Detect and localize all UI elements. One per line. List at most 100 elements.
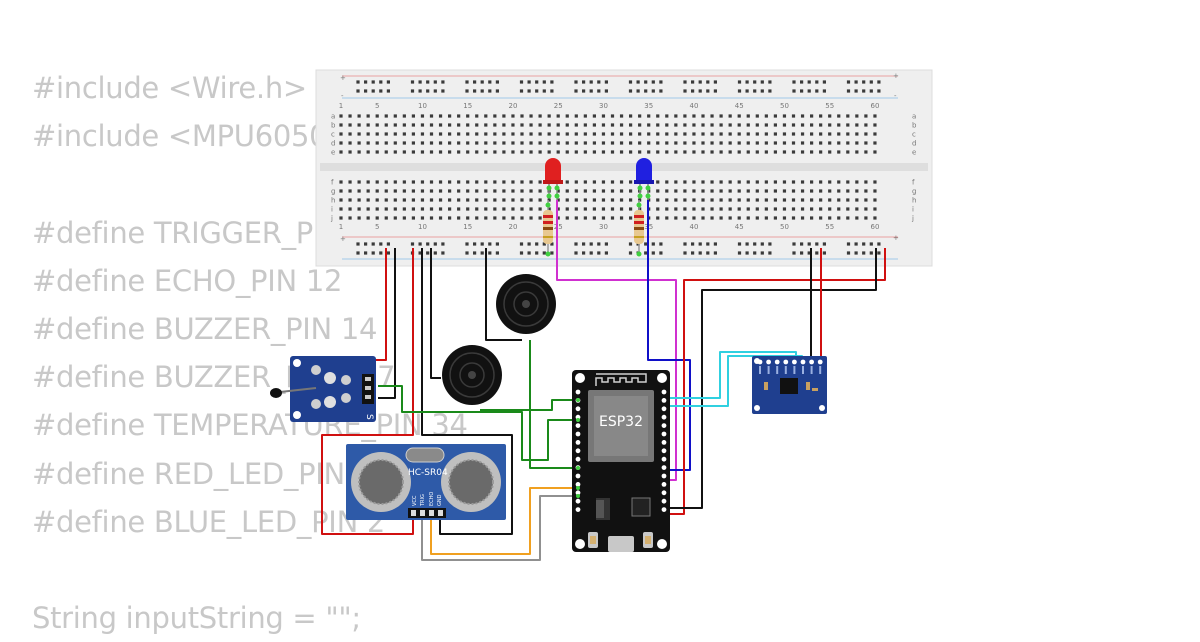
breadboard-hole[interactable] — [737, 216, 741, 220]
breadboard-hole[interactable] — [520, 150, 524, 154]
breadboard-hole[interactable] — [728, 189, 732, 193]
breadboard-hole[interactable] — [502, 216, 506, 220]
breadboard-hole[interactable] — [638, 123, 642, 127]
breadboard-hole[interactable] — [764, 150, 768, 154]
breadboard-hole[interactable] — [610, 216, 615, 220]
breadboard-hole[interactable] — [502, 207, 506, 211]
breadboard-hole[interactable] — [656, 216, 660, 220]
rail-hole[interactable] — [659, 251, 663, 255]
breadboard-hole[interactable] — [683, 141, 687, 145]
breadboard-hole[interactable] — [610, 189, 615, 193]
breadboard-hole[interactable] — [810, 216, 814, 220]
breadboard-hole[interactable] — [511, 216, 515, 220]
breadboard-hole[interactable] — [683, 216, 687, 220]
breadboard-hole[interactable] — [629, 216, 633, 220]
breadboard-hole[interactable] — [755, 123, 759, 127]
breadboard-hole[interactable] — [556, 132, 560, 136]
breadboard-hole[interactable] — [348, 180, 352, 184]
rail-hole[interactable] — [386, 242, 390, 246]
esp32-pin[interactable] — [661, 448, 667, 454]
rail-hole[interactable] — [519, 242, 524, 246]
breadboard-hole[interactable] — [674, 198, 678, 202]
wire-blue[interactable] — [647, 200, 691, 471]
rail-hole[interactable] — [495, 242, 499, 246]
breadboard-hole[interactable] — [782, 198, 787, 202]
breadboard-hole[interactable] — [511, 180, 515, 184]
breadboard-hole[interactable] — [393, 123, 397, 127]
rail-hole[interactable] — [659, 242, 663, 246]
breadboard-hole[interactable] — [402, 216, 406, 220]
rail-hole[interactable] — [356, 80, 360, 84]
rail-hole[interactable] — [574, 251, 578, 255]
breadboard-hole[interactable] — [574, 207, 578, 211]
breadboard-hole[interactable] — [773, 150, 777, 154]
breadboard-hole[interactable] — [846, 132, 850, 136]
breadboard-hole[interactable] — [773, 123, 777, 127]
breadboard-hole[interactable] — [565, 141, 569, 145]
rail-hole[interactable] — [628, 242, 633, 246]
rail-hole[interactable] — [441, 89, 445, 93]
breadboard-hole[interactable] — [466, 150, 470, 154]
breadboard-hole[interactable] — [683, 132, 687, 136]
rail-hole[interactable] — [691, 251, 695, 255]
breadboard-hole[interactable] — [819, 198, 823, 202]
breadboard-hole[interactable] — [565, 123, 569, 127]
breadboard-hole[interactable] — [348, 114, 352, 118]
rail-hole[interactable] — [854, 80, 858, 84]
breadboard-hole[interactable] — [710, 132, 714, 136]
breadboard-hole[interactable] — [719, 141, 723, 145]
rail-hole[interactable] — [869, 80, 873, 84]
breadboard-hole[interactable] — [348, 216, 352, 220]
breadboard-hole[interactable] — [665, 198, 669, 202]
rail-hole[interactable] — [473, 251, 477, 255]
breadboard-hole[interactable] — [565, 114, 569, 118]
breadboard-hole[interactable] — [746, 180, 750, 184]
mpu-pin[interactable] — [800, 359, 806, 365]
breadboard-hole[interactable] — [873, 150, 877, 154]
breadboard-hole[interactable] — [457, 150, 461, 154]
breadboard-hole[interactable] — [484, 132, 488, 136]
breadboard-hole[interactable] — [411, 114, 415, 118]
breadboard-hole[interactable] — [828, 216, 832, 220]
rail-hole[interactable] — [745, 89, 749, 93]
breadboard-hole[interactable] — [610, 114, 615, 118]
breadboard-hole[interactable] — [466, 216, 470, 220]
breadboard-hole[interactable] — [484, 207, 488, 211]
rail-hole[interactable] — [527, 80, 531, 84]
rail-hole[interactable] — [589, 242, 593, 246]
breadboard-hole[interactable] — [475, 198, 479, 202]
breadboard-hole[interactable] — [466, 189, 470, 193]
rail-hole[interactable] — [800, 80, 804, 84]
rail-hole[interactable] — [433, 242, 437, 246]
breadboard-hole[interactable] — [429, 207, 434, 211]
breadboard-hole[interactable] — [375, 141, 379, 145]
breadboard-hole[interactable] — [475, 123, 479, 127]
rail-hole[interactable] — [706, 80, 710, 84]
breadboard-hole[interactable] — [873, 123, 877, 127]
breadboard-hole[interactable] — [864, 114, 868, 118]
breadboard-hole[interactable] — [665, 216, 669, 220]
rail-hole[interactable] — [371, 89, 375, 93]
rail-hole[interactable] — [356, 89, 360, 93]
breadboard-hole[interactable] — [393, 180, 397, 184]
rail-hole[interactable] — [753, 251, 757, 255]
rail-hole[interactable] — [527, 251, 531, 255]
breadboard-hole[interactable] — [366, 198, 370, 202]
rail-hole[interactable] — [473, 80, 477, 84]
rail-hole[interactable] — [379, 242, 383, 246]
breadboard-hole[interactable] — [791, 141, 796, 145]
breadboard-hole[interactable] — [800, 123, 805, 127]
rail-hole[interactable] — [379, 251, 383, 255]
breadboard-hole[interactable] — [674, 114, 678, 118]
breadboard-hole[interactable] — [656, 180, 660, 184]
rail-hole[interactable] — [371, 242, 375, 246]
breadboard-hole[interactable] — [375, 189, 379, 193]
breadboard-hole[interactable] — [493, 198, 497, 202]
breadboard-hole[interactable] — [339, 216, 343, 220]
breadboard-hole[interactable] — [475, 216, 479, 220]
breadboard-hole[interactable] — [366, 123, 370, 127]
breadboard-hole[interactable] — [583, 180, 587, 184]
breadboard-hole[interactable] — [511, 141, 515, 145]
esp32-pin[interactable] — [575, 490, 581, 496]
breadboard-hole[interactable] — [357, 123, 361, 127]
